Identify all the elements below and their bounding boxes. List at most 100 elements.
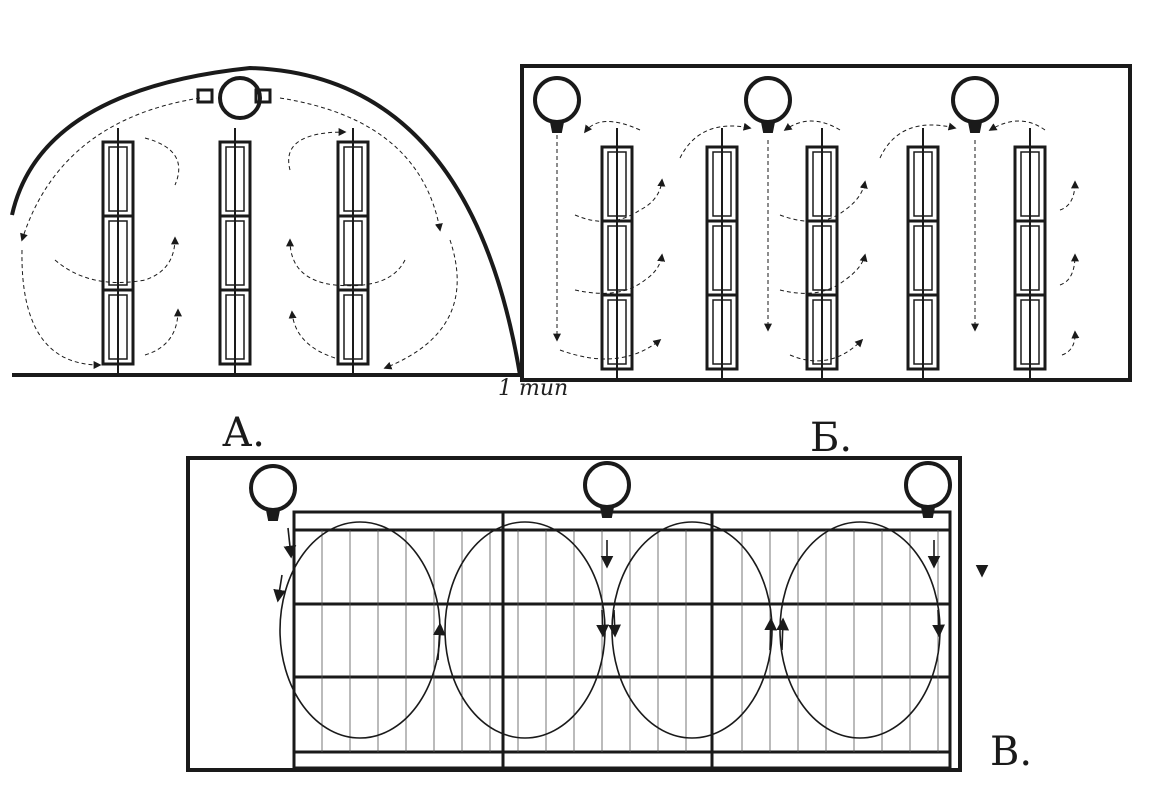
rack-tray-inner bbox=[913, 151, 933, 217]
rack-tray bbox=[218, 288, 252, 366]
rack bbox=[218, 128, 252, 375]
airflow-arrow-icon bbox=[879, 122, 957, 159]
airflow-arrow-icon bbox=[288, 310, 336, 359]
panel-c-airflow bbox=[273, 521, 989, 739]
panel-b-label: Б. bbox=[810, 415, 853, 461]
rack-tray bbox=[1013, 293, 1047, 371]
panel-b-airflow bbox=[553, 120, 1080, 362]
fan-icon bbox=[744, 76, 792, 133]
rack-tray-inner bbox=[1020, 225, 1040, 291]
rack-tray-inner bbox=[1020, 299, 1040, 365]
rack-tray bbox=[336, 288, 370, 366]
rack-tray-inner bbox=[712, 151, 732, 217]
airflow-arrow-icon bbox=[20, 97, 201, 242]
panel-c bbox=[186, 456, 989, 772]
rack-tray-inner bbox=[812, 299, 832, 365]
panel-b-frame bbox=[520, 64, 1132, 382]
airflow-arrow-icon bbox=[574, 178, 666, 222]
rack-tray-inner bbox=[913, 299, 933, 365]
panel-a-arch bbox=[10, 65, 522, 376]
airflow-arrow-icon bbox=[286, 238, 406, 287]
rack-tray-inner bbox=[712, 299, 732, 365]
rack-tray bbox=[101, 288, 135, 366]
fan-icon bbox=[951, 76, 999, 133]
rack-tray-inner bbox=[108, 146, 128, 212]
fan-icon bbox=[249, 464, 297, 521]
airflow-arrow-icon bbox=[54, 236, 179, 283]
handwritten-note: 1 тип bbox=[498, 376, 569, 401]
rack-tray-inner bbox=[225, 294, 245, 360]
airflow-arrow-icon bbox=[932, 609, 945, 638]
airflow-arrow-icon bbox=[779, 180, 868, 222]
rack-tray-inner bbox=[343, 220, 363, 286]
airflow-arrow-icon bbox=[608, 609, 621, 638]
airflow-arrow-icon bbox=[559, 339, 662, 360]
airflow-arrow-icon bbox=[779, 253, 868, 294]
airflow-arrow-icon bbox=[574, 253, 666, 294]
rack-tray-inner bbox=[812, 225, 832, 291]
fan-icon bbox=[533, 76, 581, 133]
airflow-arrow-icon bbox=[273, 574, 286, 603]
rack-tray-inner bbox=[1020, 151, 1040, 217]
rack-tray-inner bbox=[108, 294, 128, 360]
rack-tray bbox=[805, 293, 839, 371]
rack bbox=[705, 128, 739, 378]
airflow-arrow-icon bbox=[433, 622, 446, 661]
airflow-arrow-icon bbox=[283, 527, 297, 559]
airflow-arrow-icon bbox=[279, 97, 443, 232]
airflow-arrow-icon bbox=[776, 617, 790, 651]
rack-tray bbox=[600, 293, 634, 371]
rack-tray-inner bbox=[225, 220, 245, 286]
airflow-arrow-icon bbox=[783, 120, 841, 131]
airflow-loop bbox=[779, 521, 941, 739]
fan-icon bbox=[583, 461, 631, 518]
panel-c-bench bbox=[292, 510, 952, 770]
rack bbox=[1013, 128, 1047, 378]
panel-c-fans bbox=[249, 461, 952, 521]
airflow-arrow-icon bbox=[144, 308, 182, 356]
rack-tray-inner bbox=[607, 225, 627, 291]
rack-tray-inner bbox=[108, 220, 128, 286]
airflow-arrow-icon bbox=[679, 122, 752, 159]
panel-c-bench-grid bbox=[294, 512, 950, 768]
airflow-arrow-icon bbox=[1059, 253, 1079, 286]
panel-a bbox=[10, 65, 522, 377]
rack-tray-inner bbox=[913, 225, 933, 291]
fan-icon bbox=[904, 461, 952, 518]
airflow-arrow-icon bbox=[789, 338, 864, 362]
airflow-arrow-icon bbox=[596, 609, 609, 638]
airflow-loop bbox=[444, 521, 606, 739]
panel-a-fan-icon bbox=[196, 76, 272, 120]
rack-tray-inner bbox=[712, 225, 732, 291]
rack bbox=[101, 128, 135, 375]
airflow-arrow-icon bbox=[988, 120, 1046, 131]
rack bbox=[600, 128, 634, 378]
rack-tray-inner bbox=[343, 294, 363, 360]
rack-tray bbox=[705, 293, 739, 371]
airflow-arrow-icon bbox=[21, 249, 102, 369]
airflow-loop bbox=[611, 521, 773, 739]
airflow-arrow-icon bbox=[1059, 180, 1079, 211]
panel-c-label: В. bbox=[990, 729, 1033, 775]
panel-a-racks bbox=[101, 128, 370, 375]
airflow-arrow-icon bbox=[144, 137, 180, 186]
panel-b bbox=[520, 64, 1132, 382]
panel-b-fans bbox=[533, 76, 999, 133]
panel-b-racks bbox=[600, 128, 1047, 378]
rack-tray-inner bbox=[607, 151, 627, 217]
panel-a-airflow bbox=[20, 97, 458, 370]
rack bbox=[805, 128, 839, 378]
airflow-arrow-icon bbox=[383, 239, 458, 370]
rack-tray-inner bbox=[343, 146, 363, 212]
rack-tray-inner bbox=[225, 146, 245, 212]
airflow-arrow-icon bbox=[1061, 330, 1080, 356]
rack-tray-inner bbox=[812, 151, 832, 217]
rack-tray-inner bbox=[607, 299, 627, 365]
rack bbox=[336, 128, 370, 375]
airflow-loop bbox=[279, 521, 441, 739]
panel-a-label: А. bbox=[222, 410, 266, 456]
rack bbox=[906, 128, 940, 378]
airflow-arrow-icon bbox=[584, 121, 641, 134]
airflow-arrow-icon bbox=[764, 617, 778, 651]
